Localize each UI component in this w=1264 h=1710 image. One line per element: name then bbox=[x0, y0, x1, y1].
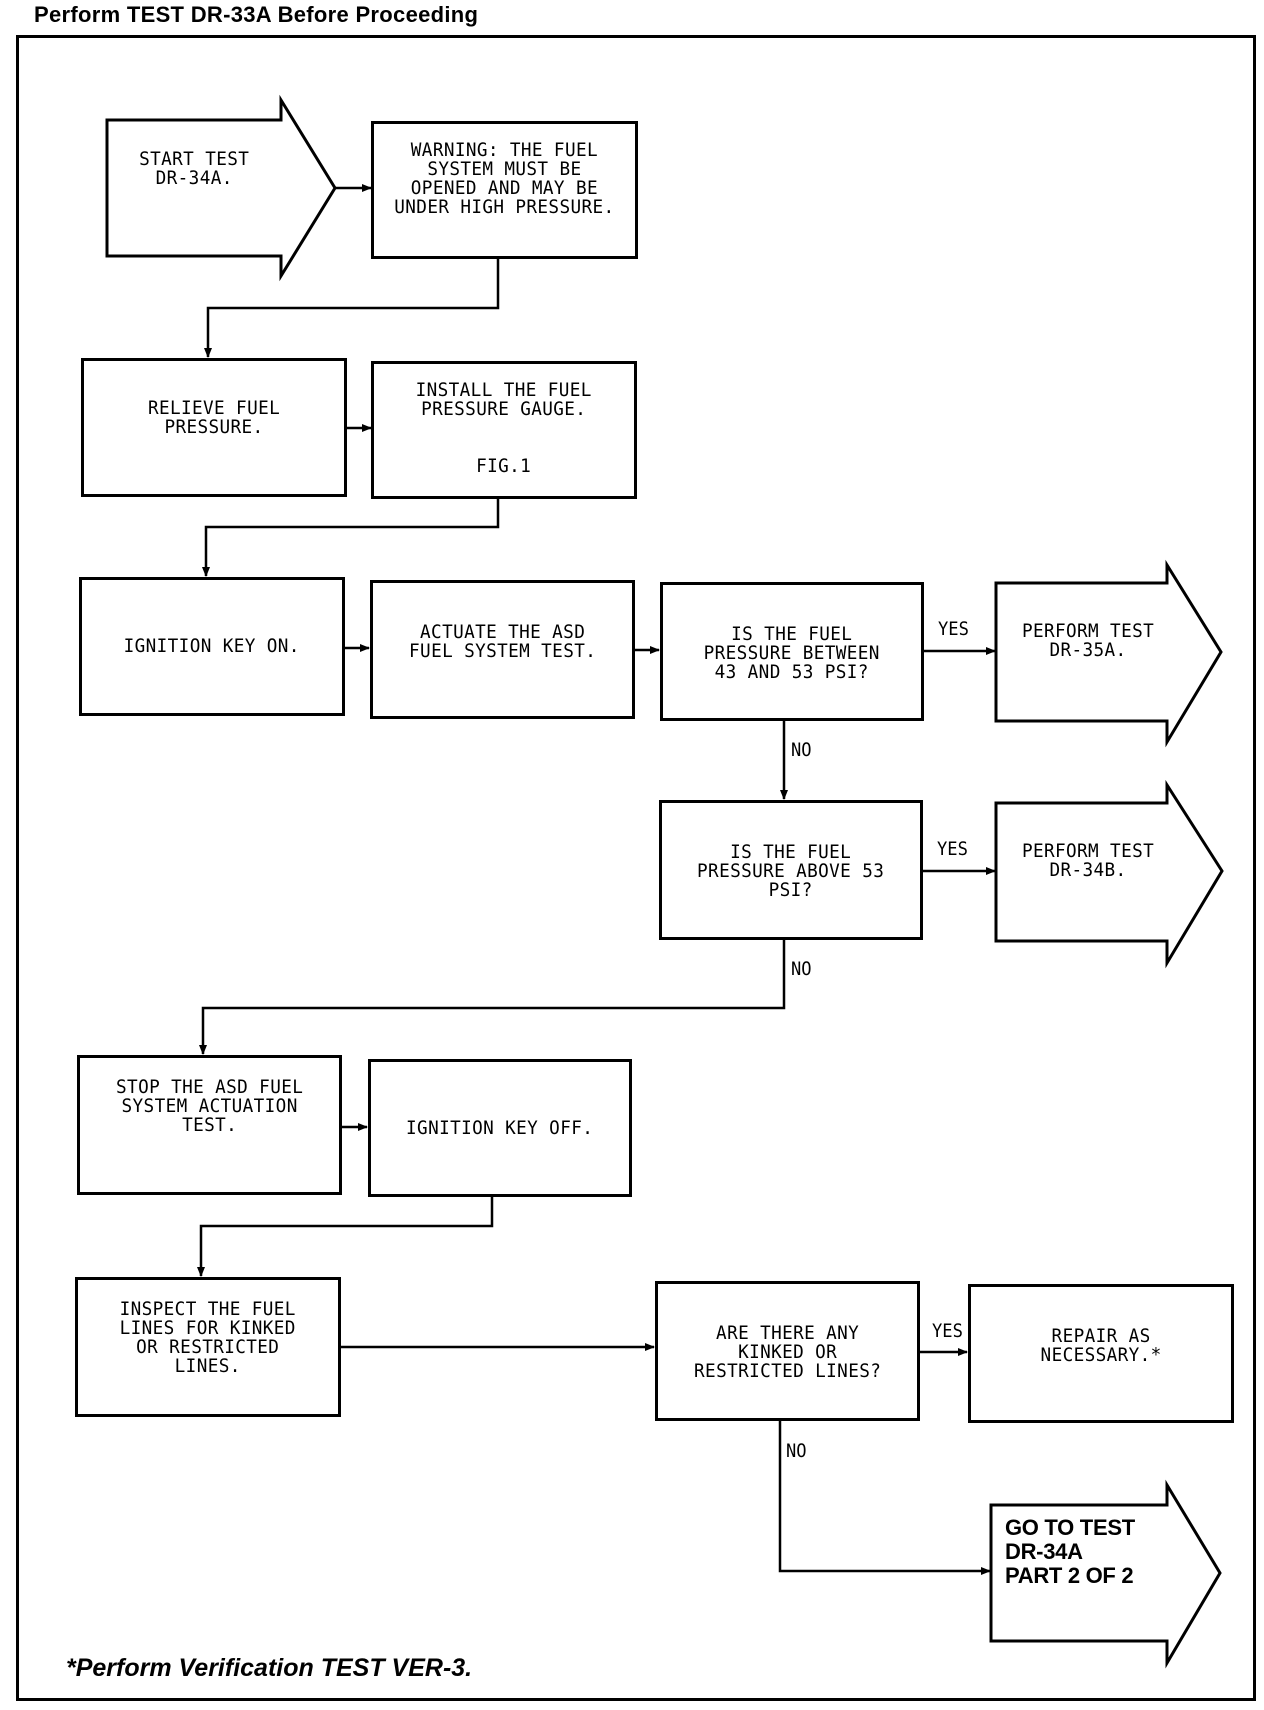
ignition-off-node-text: IGNITION KEY OFF. bbox=[406, 1116, 594, 1139]
perform-34b-arrow-shape bbox=[994, 779, 1224, 969]
start-arrow-shape bbox=[105, 94, 337, 282]
decision-pressure-above-text: IS THE FUEL PRESSURE ABOVE 53 PSI? bbox=[697, 841, 885, 901]
edge-q-above-stop bbox=[199, 939, 786, 1055]
ignition-on-node-text: IGNITION KEY ON. bbox=[123, 635, 301, 657]
start-node: START TEST DR-34A. bbox=[107, 150, 281, 188]
edge-label-no-3: NO bbox=[786, 1440, 807, 1462]
relieve-node-text: RELIEVE FUEL PRESSURE. bbox=[147, 397, 281, 438]
actuate-node-text: ACTUATE THE ASD FUEL SYSTEM TEST. bbox=[408, 621, 597, 662]
perform-35a-arrow-shape bbox=[994, 559, 1223, 748]
decision-kinked-lines: ARE THERE ANY KINKED OR RESTRICTED LINES… bbox=[655, 1281, 920, 1421]
inspect-node: INSPECT THE FUEL LINES FOR KINKED OR RES… bbox=[75, 1277, 341, 1417]
ignition-on-node: IGNITION KEY ON. bbox=[79, 577, 345, 716]
decision-pressure-above: IS THE FUEL PRESSURE ABOVE 53 PSI? bbox=[659, 800, 923, 940]
decision-pressure-between-text: IS THE FUEL PRESSURE BETWEEN 43 AND 53 P… bbox=[703, 623, 881, 683]
edge-label-yes-2: YES bbox=[937, 838, 968, 860]
stop-node: STOP THE ASD FUEL SYSTEM ACTUATION TEST. bbox=[77, 1055, 342, 1195]
edge-q-kinked-goto-part2 bbox=[778, 1420, 991, 1575]
footnote: *Perform Verification TEST VER-3. bbox=[66, 1654, 473, 1682]
install-node: INSTALL THE FUEL PRESSURE GAUGE. FIG.1 bbox=[371, 361, 637, 499]
perform-35a-node: PERFORM TEST DR-35A. bbox=[996, 622, 1181, 660]
edge-label-yes-3: YES bbox=[932, 1320, 963, 1342]
inspect-node-text: INSPECT THE FUEL LINES FOR KINKED OR RES… bbox=[119, 1298, 297, 1377]
ignition-off-node: IGNITION KEY OFF. bbox=[368, 1059, 632, 1197]
warning-node-text: WARNING: THE FUEL SYSTEM MUST BE OPENED … bbox=[394, 139, 615, 218]
edge-ignition-off-inspect bbox=[197, 1196, 494, 1277]
stop-node-text: STOP THE ASD FUEL SYSTEM ACTUATION TEST. bbox=[115, 1076, 304, 1136]
perform-35a-node-text: PERFORM TEST DR-35A. bbox=[1022, 620, 1155, 661]
perform-34b-node-text: PERFORM TEST DR-34B. bbox=[1022, 840, 1155, 881]
goto-part2-arrow-shape bbox=[989, 1479, 1222, 1669]
warning-node: WARNING: THE FUEL SYSTEM MUST BE OPENED … bbox=[371, 121, 638, 259]
perform-34b-node: PERFORM TEST DR-34B. bbox=[996, 842, 1181, 880]
decision-pressure-between: IS THE FUEL PRESSURE BETWEEN 43 AND 53 P… bbox=[660, 582, 924, 721]
edge-warning-relieve bbox=[204, 258, 500, 358]
install-node-text: INSTALL THE FUEL PRESSURE GAUGE. bbox=[415, 379, 593, 420]
start-node-text: START TEST DR-34A. bbox=[138, 148, 250, 189]
edge-label-no-2: NO bbox=[791, 958, 812, 980]
goto-part2-node-text: GO TO TEST DR-34A PART 2 OF 2 bbox=[1005, 1515, 1135, 1588]
edge-label-no-1: NO bbox=[791, 739, 812, 761]
edge-label-yes-1: YES bbox=[938, 618, 969, 640]
actuate-node: ACTUATE THE ASD FUEL SYSTEM TEST. bbox=[370, 580, 635, 719]
install-node-reference: FIG.1 bbox=[476, 455, 532, 477]
decision-kinked-lines-text: ARE THERE ANY KINKED OR RESTRICTED LINES… bbox=[693, 1322, 882, 1382]
repair-node: REPAIR AS NECESSARY.* bbox=[968, 1284, 1234, 1423]
page-title: Perform TEST DR-33A Before Proceeding bbox=[34, 2, 479, 27]
relieve-node: RELIEVE FUEL PRESSURE. bbox=[81, 358, 347, 497]
repair-node-text: REPAIR AS NECESSARY.* bbox=[1040, 1325, 1162, 1366]
diagram-frame bbox=[16, 35, 1256, 1701]
edge-install-ignition-on bbox=[202, 498, 500, 577]
